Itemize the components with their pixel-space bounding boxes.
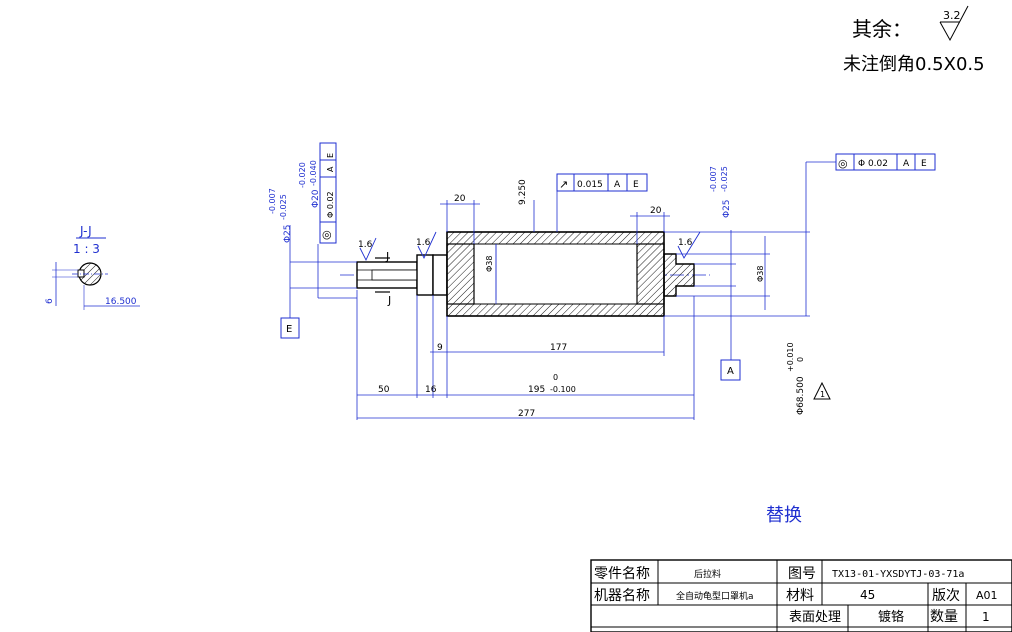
dim-d25-right-tol-dn: -0.025 bbox=[720, 166, 729, 192]
gdt-left-frame: E A Φ 0.02 ◎ bbox=[319, 142, 337, 244]
dim-d20-tol-dn: -0.040 bbox=[309, 160, 318, 186]
tb-drawing-no-label: 图号 bbox=[788, 566, 816, 582]
dim-d20-tol-up: -0.020 bbox=[298, 162, 307, 188]
gdt-runout-value: 0.015 bbox=[577, 180, 603, 190]
dim-d25-left: Φ25 bbox=[283, 224, 293, 243]
datum-a-label: A bbox=[727, 366, 734, 377]
dim-d25-right: Φ25 bbox=[722, 199, 732, 218]
gdt-right-ref1: A bbox=[903, 159, 910, 169]
dim-w20-left: 20 bbox=[454, 194, 466, 204]
dim-d38-inner: Φ38 bbox=[485, 256, 494, 272]
note-chamfer: 未注倒角0.5X0.5 bbox=[843, 54, 985, 75]
dim-d68: Φ68.500 bbox=[796, 376, 806, 415]
datum-e-label: E bbox=[286, 324, 292, 335]
dim-16: 16 bbox=[425, 385, 437, 395]
gdt-left-ref2: E bbox=[326, 153, 335, 158]
gdt-runout-ref1: A bbox=[614, 180, 621, 190]
section-mark-top: J bbox=[385, 250, 389, 263]
title-block: 零件名称 后拉料 图号 TX13-01-YXSDYTJ-03-71a 机器名称 … bbox=[590, 559, 1012, 632]
dim-9: 9 bbox=[437, 343, 443, 353]
tb-material-value: 45 bbox=[860, 588, 875, 602]
shaft-part bbox=[340, 231, 710, 317]
tb-machine-value: 全自动龟型口罩机a bbox=[676, 590, 754, 602]
roughness-1: 1.6 bbox=[358, 240, 373, 250]
warning-number: 1 bbox=[820, 390, 825, 399]
gdt-left-symbol: ◎ bbox=[322, 228, 332, 241]
dim-50: 50 bbox=[378, 385, 390, 395]
section-key-dim: 6 bbox=[45, 298, 55, 304]
dim-277: 277 bbox=[518, 409, 535, 419]
tb-part-name-value: 后拉料 bbox=[694, 568, 721, 580]
gdt-runout-symbol: ↗ bbox=[559, 178, 568, 191]
dim-d38-right: Φ38 bbox=[756, 266, 765, 282]
roughness-3: 1.6 bbox=[678, 238, 693, 248]
roughness-marks: 1.6 1.6 1.6 bbox=[358, 231, 701, 262]
gdt-right-symbol: ◎ bbox=[838, 157, 848, 170]
warning-triangle: 1 bbox=[813, 381, 831, 400]
dim-d25-left-tol-up: -0.007 bbox=[268, 188, 277, 214]
gdt-runout-frame: ↗ 0.015 A E bbox=[556, 173, 648, 232]
tb-version-value: A01 bbox=[976, 589, 998, 602]
note-other-surfaces: 其余： bbox=[852, 17, 912, 41]
section-view-jj: J-J 1 : 3 6 16.500 bbox=[45, 224, 140, 310]
gdt-left-ref1: A bbox=[326, 166, 335, 172]
dim-195-tol-dn: -0.100 bbox=[550, 385, 576, 394]
section-label: J-J bbox=[79, 224, 92, 238]
roughness-2: 1.6 bbox=[416, 238, 431, 248]
general-notes: 其余： 3.2 未注倒角0.5X0.5 bbox=[843, 5, 985, 75]
tb-version-label: 版次 bbox=[932, 588, 960, 604]
dim-195-tol-up: 0 bbox=[553, 373, 558, 382]
section-mark-bottom: J bbox=[387, 294, 391, 307]
dim-w20-right: 20 bbox=[650, 206, 662, 216]
dimensions bbox=[289, 162, 810, 420]
dim-9250: 9.250 bbox=[518, 179, 528, 205]
tb-drawing-no-value: TX13-01-YXSDYTJ-03-71a bbox=[832, 569, 964, 580]
dim-195: 195 bbox=[528, 385, 545, 395]
dim-d25-left-tol-dn: -0.025 bbox=[279, 194, 288, 220]
datum-a: A bbox=[720, 298, 741, 381]
dim-d68-tol-up: +0.010 bbox=[786, 342, 795, 372]
section-width-dim: 16.500 bbox=[105, 297, 137, 307]
tb-machine-label: 机器名称 bbox=[594, 588, 650, 604]
dim-d20: Φ20 bbox=[311, 189, 321, 208]
tb-surface-label: 表面处理 bbox=[789, 610, 841, 625]
roughness-main-value: 3.2 bbox=[943, 9, 961, 22]
gdt-right-ref2: E bbox=[921, 159, 927, 169]
gdt-right-frame: ◎ Φ 0.02 A E bbox=[806, 153, 936, 171]
tb-material-label: 材料 bbox=[786, 588, 814, 604]
replace-note: 替换 bbox=[766, 505, 802, 526]
dim-177: 177 bbox=[550, 343, 567, 353]
tb-surface-value: 镀铬 bbox=[878, 609, 904, 625]
dim-d25-right-tol-up: -0.007 bbox=[709, 166, 718, 192]
datum-e: E bbox=[280, 295, 300, 339]
section-scale: 1 : 3 bbox=[73, 242, 100, 256]
gdt-right-value: Φ 0.02 bbox=[858, 159, 888, 169]
dim-d68-tol-dn: 0 bbox=[796, 357, 805, 362]
tb-qty-value: 1 bbox=[982, 610, 990, 624]
tb-qty-label: 数量 bbox=[930, 609, 958, 625]
dimension-texts: Φ25 -0.007 -0.025 Φ20 -0.020 -0.040 20 2… bbox=[268, 160, 831, 419]
roughness-symbol-main: 3.2 bbox=[939, 5, 969, 42]
gdt-runout-ref2: E bbox=[633, 180, 639, 190]
gdt-left-value: Φ 0.02 bbox=[326, 191, 335, 218]
section-marks: J J bbox=[375, 250, 391, 307]
tb-part-name-label: 零件名称 bbox=[594, 566, 650, 582]
